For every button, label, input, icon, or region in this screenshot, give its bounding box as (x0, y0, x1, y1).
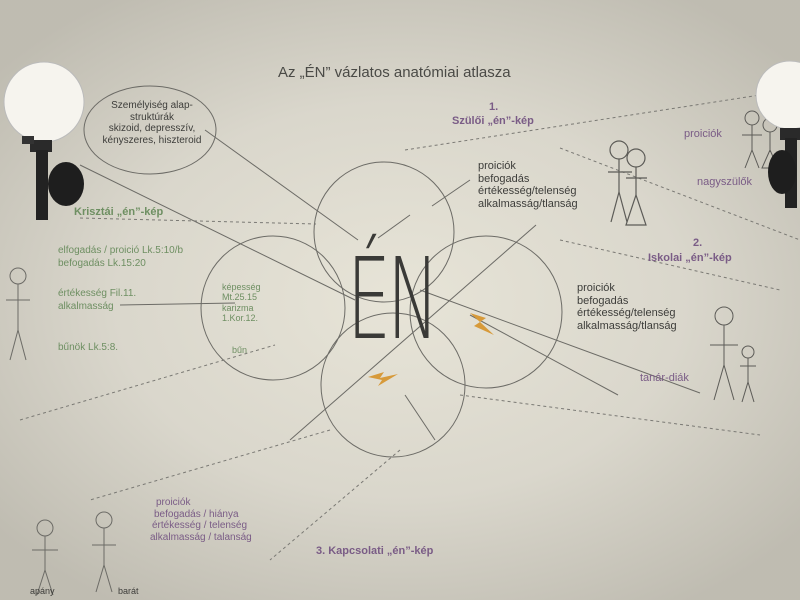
personality-line: Személyiség alap- (111, 100, 193, 111)
page-title: Az „ÉN” vázlatos anatómiai atlasza (278, 64, 511, 81)
school-side-label: tanár-diák (640, 372, 689, 384)
personality-ellipse (83, 85, 217, 175)
christian-circle-item: bűn (232, 345, 248, 355)
school-item: alkalmasság/tlanság (577, 319, 677, 332)
christian-item: elfogadás / proició Lk.5:10/b (58, 245, 184, 256)
christian-circle-item: 1.Kor.12. (222, 313, 259, 324)
christian-circle-items: képesség Mt.25.15 karizma 1.Kor.12. (222, 282, 261, 323)
relational-item: befogadás / hiánya (154, 508, 239, 520)
relational-items: proiciók befogadás / hiánya értékesség /… (150, 497, 252, 543)
relational-item: értékesség / telenség (152, 520, 248, 531)
lightning-icon (470, 313, 494, 335)
christian-circle-item: Mt.25.15 (222, 292, 258, 303)
parental-title: Szülői „én”-kép (452, 115, 534, 127)
relational-title: 3. Kapcsolati „én”-kép (316, 545, 434, 557)
christian-figure (6, 267, 30, 361)
school-number: 2. (693, 237, 703, 249)
parental-number: 1. (489, 101, 499, 113)
relational-item: proiciók (156, 497, 191, 508)
school-item: értékesség/telenség (577, 307, 676, 320)
parental-right-label: nagyszülők (697, 176, 753, 188)
parental-right-label: proiciók (684, 128, 722, 140)
parental-item: proiciók (478, 160, 516, 172)
personality-bubble: Személyiség alap- struktúrák skizoid, de… (92, 100, 212, 146)
relational-bottom-label: barát (118, 586, 139, 596)
relational-figures (32, 511, 116, 596)
christian-item: befogadás Lk.15:20 (58, 258, 146, 269)
parental-items: proiciók befogadás értékesség/telenség a… (478, 160, 578, 211)
circle-school (409, 235, 563, 389)
christian-item: értékesség Fil.11. (58, 288, 137, 299)
christian-circle-item: karizma (222, 302, 254, 313)
parental-item: alkalmasság/tlanság (478, 197, 578, 210)
school-items: proiciók befogadás értékesség/telenség a… (577, 282, 677, 333)
relational-item: alkalmasság / talanság (150, 531, 252, 543)
christian-circle-item: képesség (222, 282, 261, 292)
school-item: befogadás (577, 294, 629, 307)
wall-lamp-left (3, 61, 85, 220)
school-item: proiciók (577, 282, 615, 294)
christian-title: Krisztái „én”-kép (74, 206, 164, 218)
lightning-icon (368, 372, 398, 386)
wall-lamp-right (755, 60, 800, 208)
personality-line: struktúrák (130, 111, 174, 123)
circle-christian (200, 235, 346, 381)
parental-item: értékesség/telenség (478, 185, 577, 198)
christian-item: alkalmasság (58, 301, 114, 312)
parental-item: befogadás (478, 172, 530, 185)
school-title: Iskolai „én”-kép (648, 252, 732, 264)
christian-item: bűnök Lk.5:8. (58, 342, 119, 353)
personality-line: skizoid, depresszív, (108, 123, 196, 134)
center-label: ÉN (347, 235, 439, 365)
parents-figures (608, 140, 647, 226)
circle-relational (320, 312, 466, 458)
teacher-student-figures (710, 306, 756, 403)
relational-bottom-label: apány (30, 586, 55, 596)
personality-line: kényszeres, hiszteroid (102, 134, 202, 146)
circle-parental (313, 161, 455, 303)
